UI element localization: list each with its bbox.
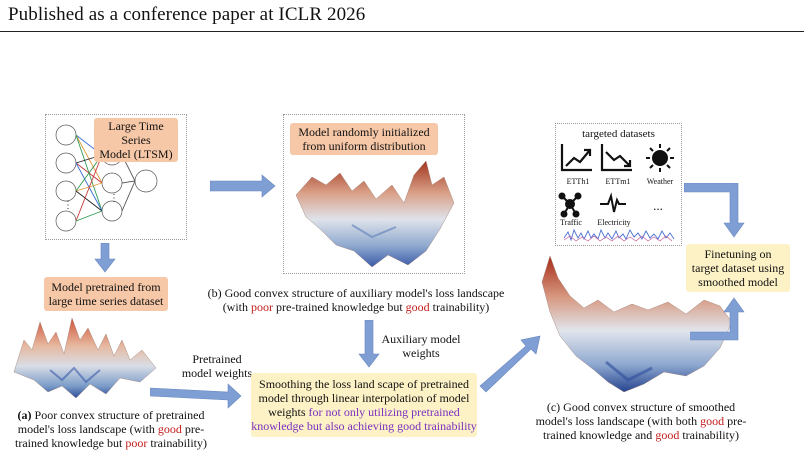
random-init-line2: from uniform distribution: [302, 139, 426, 153]
caption-b-line2c: trainability): [429, 300, 490, 314]
ettm1-chart-icon: [600, 144, 632, 172]
dataset-label-etth1: ETTh1: [566, 177, 590, 186]
caption-c: (c) Good convex structure of smoothed mo…: [530, 400, 752, 442]
smoothing-line2: model through linear interpolation of mo…: [258, 391, 470, 405]
arrow-down-ltsm: [94, 243, 116, 273]
dataset-label-weather: Weather: [646, 177, 674, 186]
random-init-line1: Model randomly initialized: [298, 125, 430, 139]
dataset-icons: [558, 144, 675, 242]
etth1-chart-icon: [560, 144, 592, 172]
timeseries-sparkline: [563, 228, 675, 242]
arrow-auxiliary-to-smoothing: [358, 320, 380, 368]
caption-b-good: good: [405, 300, 430, 314]
caption-a-poor: poor: [125, 436, 148, 450]
caption-a-label: (a): [17, 408, 32, 422]
pretrained-box-line2: large time series dataset: [48, 294, 164, 308]
weather-sun-icon: [646, 144, 674, 172]
auxiliary-weights-label: Auxiliary model weights: [376, 332, 466, 360]
ltsm-label-line1: Large Time Series: [108, 119, 164, 147]
loss-landscape-smoothed: [541, 255, 733, 393]
loss-landscape-pretrained: [13, 317, 157, 399]
dataset-more: ...: [653, 198, 663, 213]
pretrained-model-box: Model pretrained from large time series …: [44, 277, 168, 311]
smoothing-line3b: for not only utilizing pretrained: [308, 405, 460, 419]
caption-b-line2b: pre-trained knowledge but: [273, 300, 406, 314]
finetune-line2: target dataset using: [691, 261, 785, 275]
page-header: Published as a conference paper at ICLR …: [8, 4, 366, 25]
pretrained-weights-label: Pretrained model weights: [176, 352, 258, 380]
caption-b-poor: poor: [251, 300, 274, 314]
auxiliary-label-line1: Auxiliary model: [381, 332, 461, 346]
dataset-label-ettm1: ETTm1: [605, 177, 631, 186]
caption-b-line1: (b) Good convex structure of auxiliary m…: [207, 286, 505, 300]
electricity-pulse-icon: [600, 192, 626, 213]
smoothing-line3a: weights: [268, 405, 309, 419]
finetune-box: Finetuning on target dataset using smoot…: [686, 244, 790, 292]
finetune-line3: smoothed model: [698, 275, 778, 289]
smoothing-line4: knowledge but also achieving good traina…: [251, 419, 477, 433]
caption-c-line3b: trainability): [679, 428, 739, 442]
caption-c-line1: (c) Good convex structure of smoothed: [546, 400, 736, 414]
auxiliary-label-line2: weights: [402, 346, 440, 360]
caption-c-good1: good: [700, 414, 725, 428]
datasets-title: targeted datasets: [582, 128, 655, 140]
arrow-smoothed-to-finetune: [690, 297, 745, 341]
caption-b: (b) Good convex structure of auxiliary m…: [206, 286, 506, 314]
ltsm-panel: ⋮ ⋮ Large Time Series Model (LTSM): [45, 114, 187, 240]
smoothing-line1: Smoothing the loss land scape of pretrai…: [259, 377, 469, 391]
ltsm-label-line2: Model (LTSM): [99, 147, 173, 161]
caption-c-line2b: pre-: [724, 414, 747, 428]
dataset-label-traffic: Traffic: [560, 218, 582, 227]
caption-a-line1: Poor convex structure of pretrained: [31, 408, 205, 422]
svg-text:⋮: ⋮: [109, 193, 119, 204]
caption-a-line2b: pre-: [181, 422, 205, 436]
caption-a-good: good: [157, 422, 182, 436]
svg-text:⋮: ⋮: [63, 200, 73, 211]
caption-a-line3b: trainability): [147, 436, 207, 450]
caption-a-line2a: model's loss landscape (with: [17, 422, 158, 436]
arrow-smoothing-to-smoothed: [479, 335, 541, 393]
pretrained-weights-line1: Pretrained: [192, 352, 242, 366]
auxiliary-panel: Model randomly initialized from uniform …: [283, 114, 465, 274]
dataset-label-electricity: Electricity: [597, 218, 631, 227]
caption-b-line2a: (with: [222, 300, 252, 314]
smoothing-box: Smoothing the loss land scape of pretrai…: [251, 373, 477, 437]
header-rule: [0, 31, 804, 32]
caption-a: (a) Poor convex structure of pretrained …: [6, 408, 216, 450]
caption-c-good2: good: [655, 428, 680, 442]
finetune-line1: Finetuning on: [704, 247, 772, 261]
pretrained-weights-line2: model weights: [181, 366, 253, 380]
traffic-network-icon: [558, 192, 582, 218]
arrow-datasets-to-finetune: [684, 183, 745, 238]
random-init-box: Model randomly initialized from uniform …: [290, 123, 438, 155]
caption-a-line3a: trained knowledge but: [15, 436, 126, 450]
loss-landscape-auxiliary: [295, 160, 455, 268]
arrow-pretrained-to-smoothing: [150, 383, 242, 409]
ltsm-label: Large Time Series Model (LTSM): [94, 118, 178, 162]
caption-c-line2a: model's loss landscape (with both: [535, 414, 701, 428]
arrow-to-auxiliary: [210, 174, 276, 198]
datasets-panel: targeted datasets: [555, 123, 682, 246]
pretrained-box-line1: Model pretrained from: [51, 280, 161, 294]
caption-c-line3a: trained knowledge and: [543, 428, 656, 442]
